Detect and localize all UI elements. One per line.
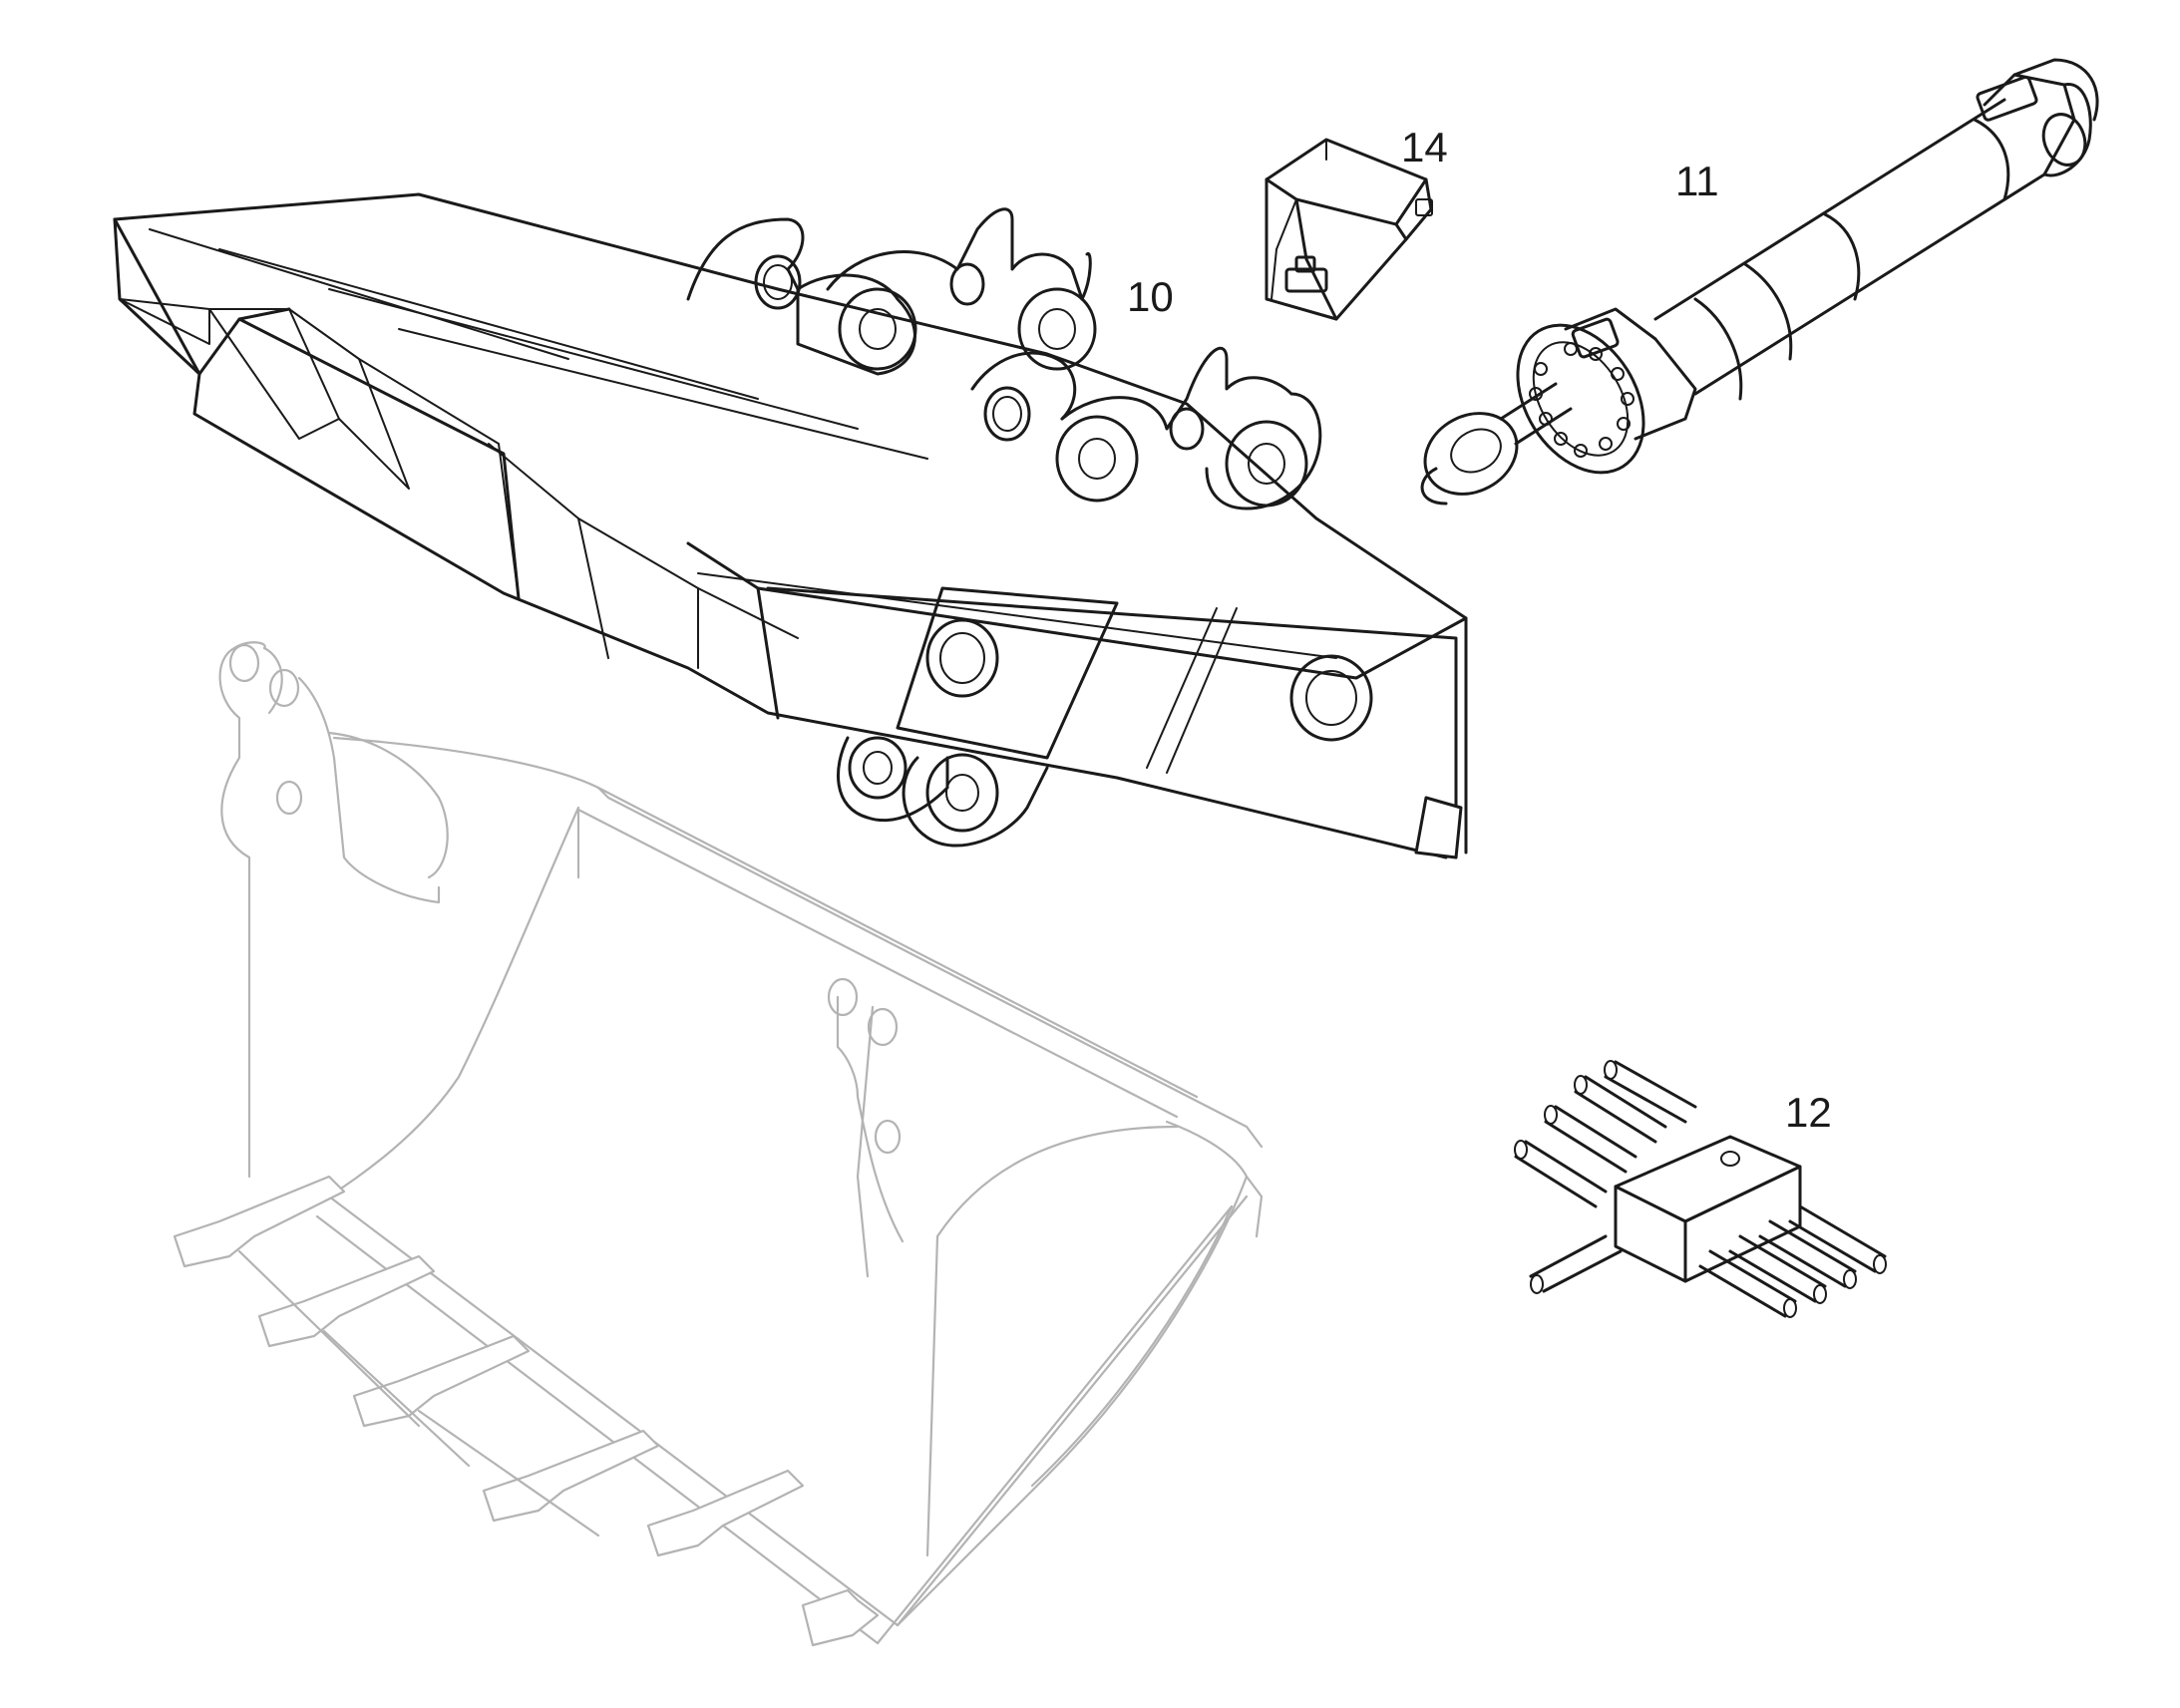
callout-boom: 10 — [1127, 273, 1174, 320]
mounting-bracket-drawing — [1265, 138, 1433, 321]
bucket-ghost-drawing — [173, 641, 1264, 1647]
hydraulic-cylinder-drawing — [1420, 58, 2099, 506]
gland-bolts — [1529, 342, 1635, 458]
bucket-teeth — [173, 1175, 880, 1647]
callout-cylinder: 11 — [1675, 158, 1719, 204]
boom-frame-drawing — [113, 192, 1468, 859]
callout-bracket: 14 — [1401, 124, 1448, 171]
hose-ends — [1514, 1060, 1887, 1318]
callout-valve-block: 12 — [1785, 1089, 1832, 1136]
valve-block-drawing — [1514, 1060, 1887, 1318]
